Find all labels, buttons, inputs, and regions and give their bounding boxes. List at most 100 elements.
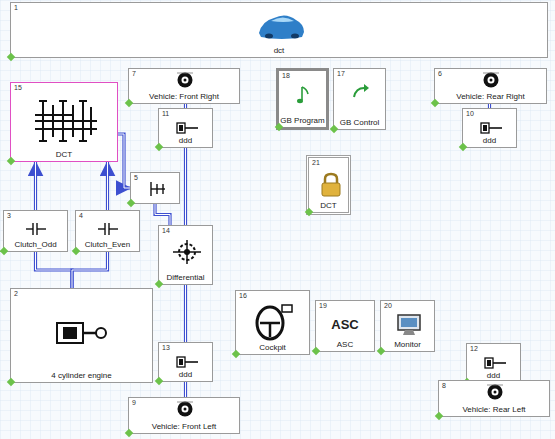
port-marker (312, 347, 320, 355)
port-marker (377, 347, 385, 355)
callout-number: 2 (14, 290, 18, 297)
component-icon (395, 313, 423, 337)
component-label: ddd (483, 137, 496, 145)
model-bar: 1 dct (10, 2, 548, 58)
component-icon (482, 71, 500, 89)
component-block: 18 GB Program (276, 68, 329, 130)
component-icon (482, 354, 508, 372)
component-icon (149, 178, 173, 200)
component-icon (478, 119, 504, 137)
callout-number: 13 (162, 344, 170, 351)
component-block: 12ddd (466, 343, 521, 383)
callout-number: 9 (132, 399, 136, 406)
callout-number: 18 (282, 72, 290, 79)
component-label: dct (274, 47, 285, 55)
component-icon (256, 6, 306, 42)
component-icon (53, 313, 113, 353)
port-marker (125, 99, 133, 107)
port-marker (125, 429, 133, 437)
callout-number: 1 (14, 4, 18, 11)
shaft-connector (184, 382, 187, 397)
port-marker (72, 247, 80, 255)
port-marker (7, 157, 15, 165)
component-label: Cockpit (259, 344, 286, 352)
component-label: Monitor (394, 341, 421, 349)
connector-group (35, 162, 36, 210)
component-icon (24, 220, 48, 238)
port-marker (155, 280, 163, 288)
callout-number: 21 (312, 159, 320, 166)
component-label: Vehicle: Front Left (152, 423, 216, 431)
component-label: 4 cylinder engine (51, 372, 111, 380)
component-block: 17 GB Control (333, 68, 386, 130)
component-block: 8Vehicle: Rear Left (438, 380, 550, 417)
component-block: 9Vehicle: Front Left (128, 397, 240, 434)
component-label: Vehicle: Rear Left (462, 406, 525, 414)
port-marker (305, 208, 313, 216)
component-icon (176, 400, 194, 418)
callout-number: 11 (162, 110, 169, 117)
connector-group (185, 148, 186, 225)
component-block: 2 4 cylinder engine (10, 288, 153, 383)
port-marker (127, 199, 135, 207)
component-block: 6Vehicle: Rear Right (434, 68, 547, 104)
callout-number: 16 (239, 292, 247, 299)
port-marker (431, 99, 439, 107)
component-label: ASC (337, 341, 353, 349)
connector-core (35, 162, 36, 210)
callout-number: 5 (134, 174, 138, 181)
component-block: 10 ddd (462, 108, 517, 148)
component-label: Clutch_Odd (14, 241, 56, 249)
callout-number: 15 (14, 84, 22, 91)
connector-group (185, 285, 186, 342)
callout-number: 10 (466, 110, 474, 117)
component-block: 14Differential (158, 225, 213, 285)
port-marker (459, 143, 467, 151)
connector-group (155, 204, 170, 225)
component-block: 16Cockpit (235, 290, 310, 355)
component-label: ddd (487, 372, 500, 380)
callout-number: 20 (384, 302, 392, 309)
connector-core (185, 285, 186, 342)
component-icon (486, 383, 504, 401)
component-block: 20Monitor (380, 300, 435, 352)
callout-number: 14 (162, 227, 170, 234)
callout-number: 17 (337, 70, 345, 77)
component-icon (33, 95, 99, 147)
port-marker (155, 377, 163, 385)
component-label: Differential (166, 274, 204, 282)
icon-text: ASC (331, 318, 358, 331)
connector-group (36, 252, 73, 288)
shaft-connector (184, 148, 187, 225)
component-icon (350, 81, 372, 105)
component-icon (174, 119, 200, 137)
port-marker (7, 53, 15, 61)
component-block: 4Clutch_Even (75, 210, 140, 252)
shaft-connector (184, 285, 187, 342)
component-block: 19ASCASC (315, 300, 375, 352)
component-icon (319, 172, 343, 198)
shaft-connector (155, 204, 170, 225)
port-marker (155, 143, 163, 151)
component-label: DCT (56, 151, 72, 159)
callout-number: 4 (79, 212, 83, 219)
connector-core (185, 382, 186, 397)
component-label: Vehicle: Front Right (149, 93, 219, 101)
connector-core (107, 162, 108, 210)
component-label: GB Program (280, 117, 324, 125)
shaft-connector (36, 252, 73, 288)
component-block: 15DCT (10, 82, 118, 162)
callout-number: 8 (442, 382, 446, 389)
component-label: ddd (179, 371, 192, 379)
component-block: 7Vehicle: Front Right (128, 68, 240, 104)
port-marker (232, 350, 240, 358)
component-label: Vehicle: Rear Right (456, 93, 524, 101)
shaft-connector (118, 134, 130, 188)
connector-group (72, 252, 108, 288)
connector-core (185, 148, 186, 225)
component-label: GB Control (340, 119, 380, 127)
connector-group (107, 162, 108, 210)
component-block: 3Clutch_Odd (3, 210, 68, 252)
shaft-connector (106, 162, 109, 210)
component-icon (174, 353, 200, 371)
